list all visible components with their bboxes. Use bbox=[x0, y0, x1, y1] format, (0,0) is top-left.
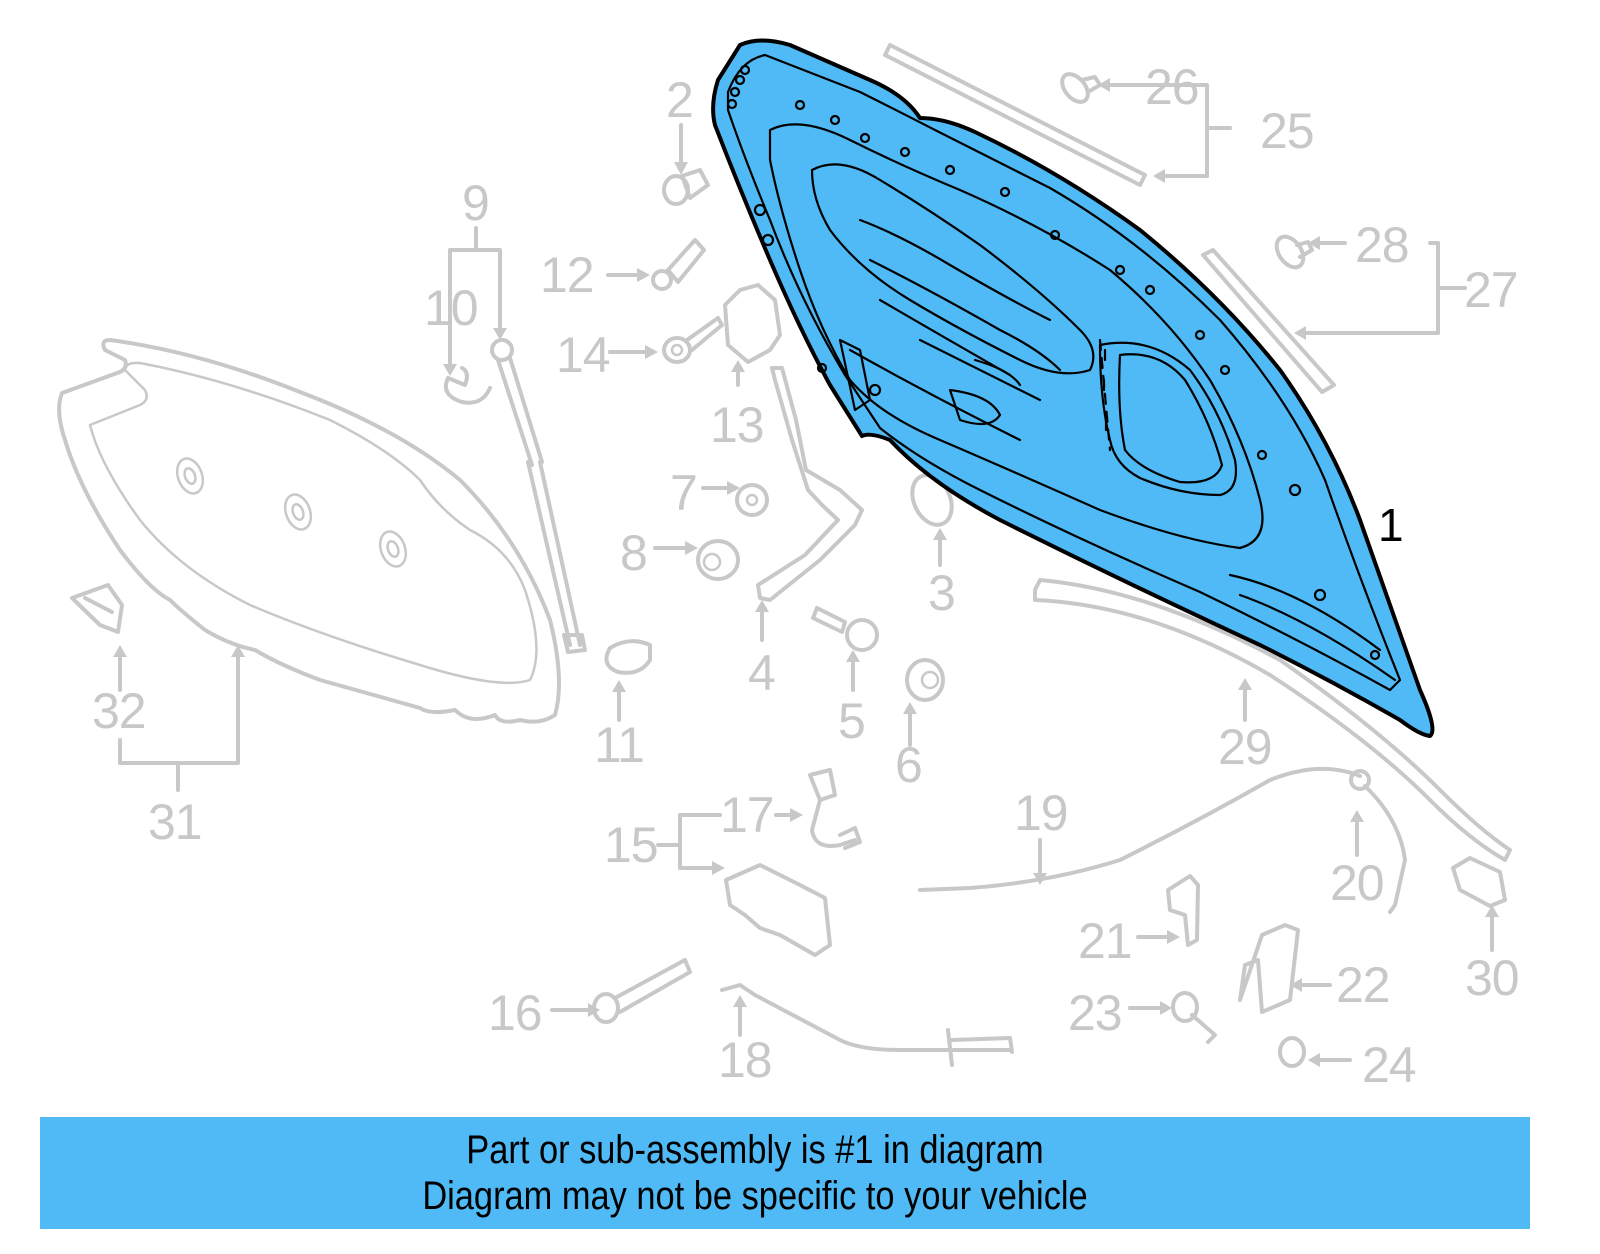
part-26-clip bbox=[1060, 72, 1102, 104]
callout-24[interactable]: 24 bbox=[1362, 1037, 1417, 1093]
callout-9[interactable]: 9 bbox=[462, 175, 490, 231]
callout-15[interactable]: 15 bbox=[604, 817, 659, 873]
callout-28[interactable]: 28 bbox=[1355, 217, 1410, 273]
part-17-harness bbox=[808, 768, 862, 850]
callout-5[interactable]: 5 bbox=[838, 693, 866, 749]
callout-1[interactable]: 1 bbox=[1378, 499, 1404, 551]
part-22-bracket bbox=[1238, 923, 1300, 1014]
part-31-insulator bbox=[57, 338, 561, 724]
part-21-bracket bbox=[1166, 874, 1200, 947]
part-32-clip bbox=[70, 583, 124, 634]
part-16-bolt bbox=[592, 958, 692, 1024]
part-20-cable bbox=[1363, 784, 1407, 914]
part-23-bolt bbox=[1171, 991, 1217, 1044]
part-20-grommet bbox=[1349, 769, 1371, 791]
banner-part-note: Part or sub-assembly is #1 in diagram bbox=[466, 1128, 1044, 1172]
part-2-grommet bbox=[662, 168, 710, 206]
callout-16[interactable]: 16 bbox=[488, 985, 543, 1041]
callout-26[interactable]: 26 bbox=[1145, 59, 1200, 115]
part-11-clip bbox=[604, 639, 652, 675]
part-4-hinge bbox=[756, 366, 864, 602]
part-14-screw bbox=[662, 316, 724, 364]
callout-18[interactable]: 18 bbox=[718, 1032, 773, 1088]
part-5-bolt bbox=[811, 606, 879, 652]
part-19-cable bbox=[918, 766, 1362, 892]
callout-13[interactable]: 13 bbox=[710, 397, 765, 453]
part-18-cable bbox=[720, 983, 1014, 1067]
part-30-connector bbox=[1451, 856, 1507, 908]
part-10-clip bbox=[443, 366, 492, 405]
callout-22[interactable]: 22 bbox=[1336, 957, 1391, 1013]
callout-14[interactable]: 14 bbox=[556, 327, 611, 383]
part-29-seal bbox=[1033, 578, 1512, 862]
callout-21[interactable]: 21 bbox=[1078, 913, 1133, 969]
callout-17[interactable]: 17 bbox=[720, 787, 775, 843]
callout-12[interactable]: 12 bbox=[540, 247, 595, 303]
banner-disclaimer: Diagram may not be specific to your vehi… bbox=[422, 1174, 1088, 1218]
callout-30[interactable]: 30 bbox=[1465, 950, 1520, 1006]
part-7-nut bbox=[735, 483, 769, 517]
callout-6[interactable]: 6 bbox=[895, 737, 923, 793]
part-24-clip bbox=[1278, 1036, 1306, 1068]
callout-10[interactable]: 10 bbox=[424, 280, 479, 336]
callout-32[interactable]: 32 bbox=[92, 683, 147, 739]
part-12-stud bbox=[651, 238, 706, 291]
callout-2[interactable]: 2 bbox=[666, 72, 694, 128]
part-15-latch bbox=[724, 863, 832, 957]
part-27-seal bbox=[1201, 248, 1336, 394]
part-25-seal bbox=[883, 43, 1147, 187]
part-28-clip bbox=[1274, 234, 1314, 270]
callout-4[interactable]: 4 bbox=[748, 645, 776, 701]
callout-31[interactable]: 31 bbox=[148, 794, 203, 850]
part-8-nut bbox=[696, 539, 740, 581]
part-3-washer bbox=[910, 473, 954, 527]
callout-25[interactable]: 25 bbox=[1260, 103, 1315, 159]
callout-19[interactable]: 19 bbox=[1014, 785, 1069, 841]
callout-11[interactable]: 11 bbox=[594, 717, 645, 773]
part-6-nut bbox=[905, 658, 945, 702]
leader-lines bbox=[113, 78, 1499, 1067]
part-1-hood bbox=[711, 38, 1435, 738]
callout-23[interactable]: 23 bbox=[1068, 985, 1123, 1041]
part-9-strut bbox=[490, 338, 587, 654]
callout-3[interactable]: 3 bbox=[928, 565, 956, 621]
callout-20[interactable]: 20 bbox=[1330, 855, 1385, 911]
callout-27[interactable]: 27 bbox=[1464, 262, 1519, 318]
callout-8[interactable]: 8 bbox=[620, 525, 648, 581]
disclaimer-banner: Part or sub-assembly is #1 in diagram Di… bbox=[40, 1117, 1530, 1229]
callout-7[interactable]: 7 bbox=[670, 465, 698, 521]
callout-29[interactable]: 29 bbox=[1218, 719, 1273, 775]
part-13-bracket bbox=[723, 283, 782, 364]
